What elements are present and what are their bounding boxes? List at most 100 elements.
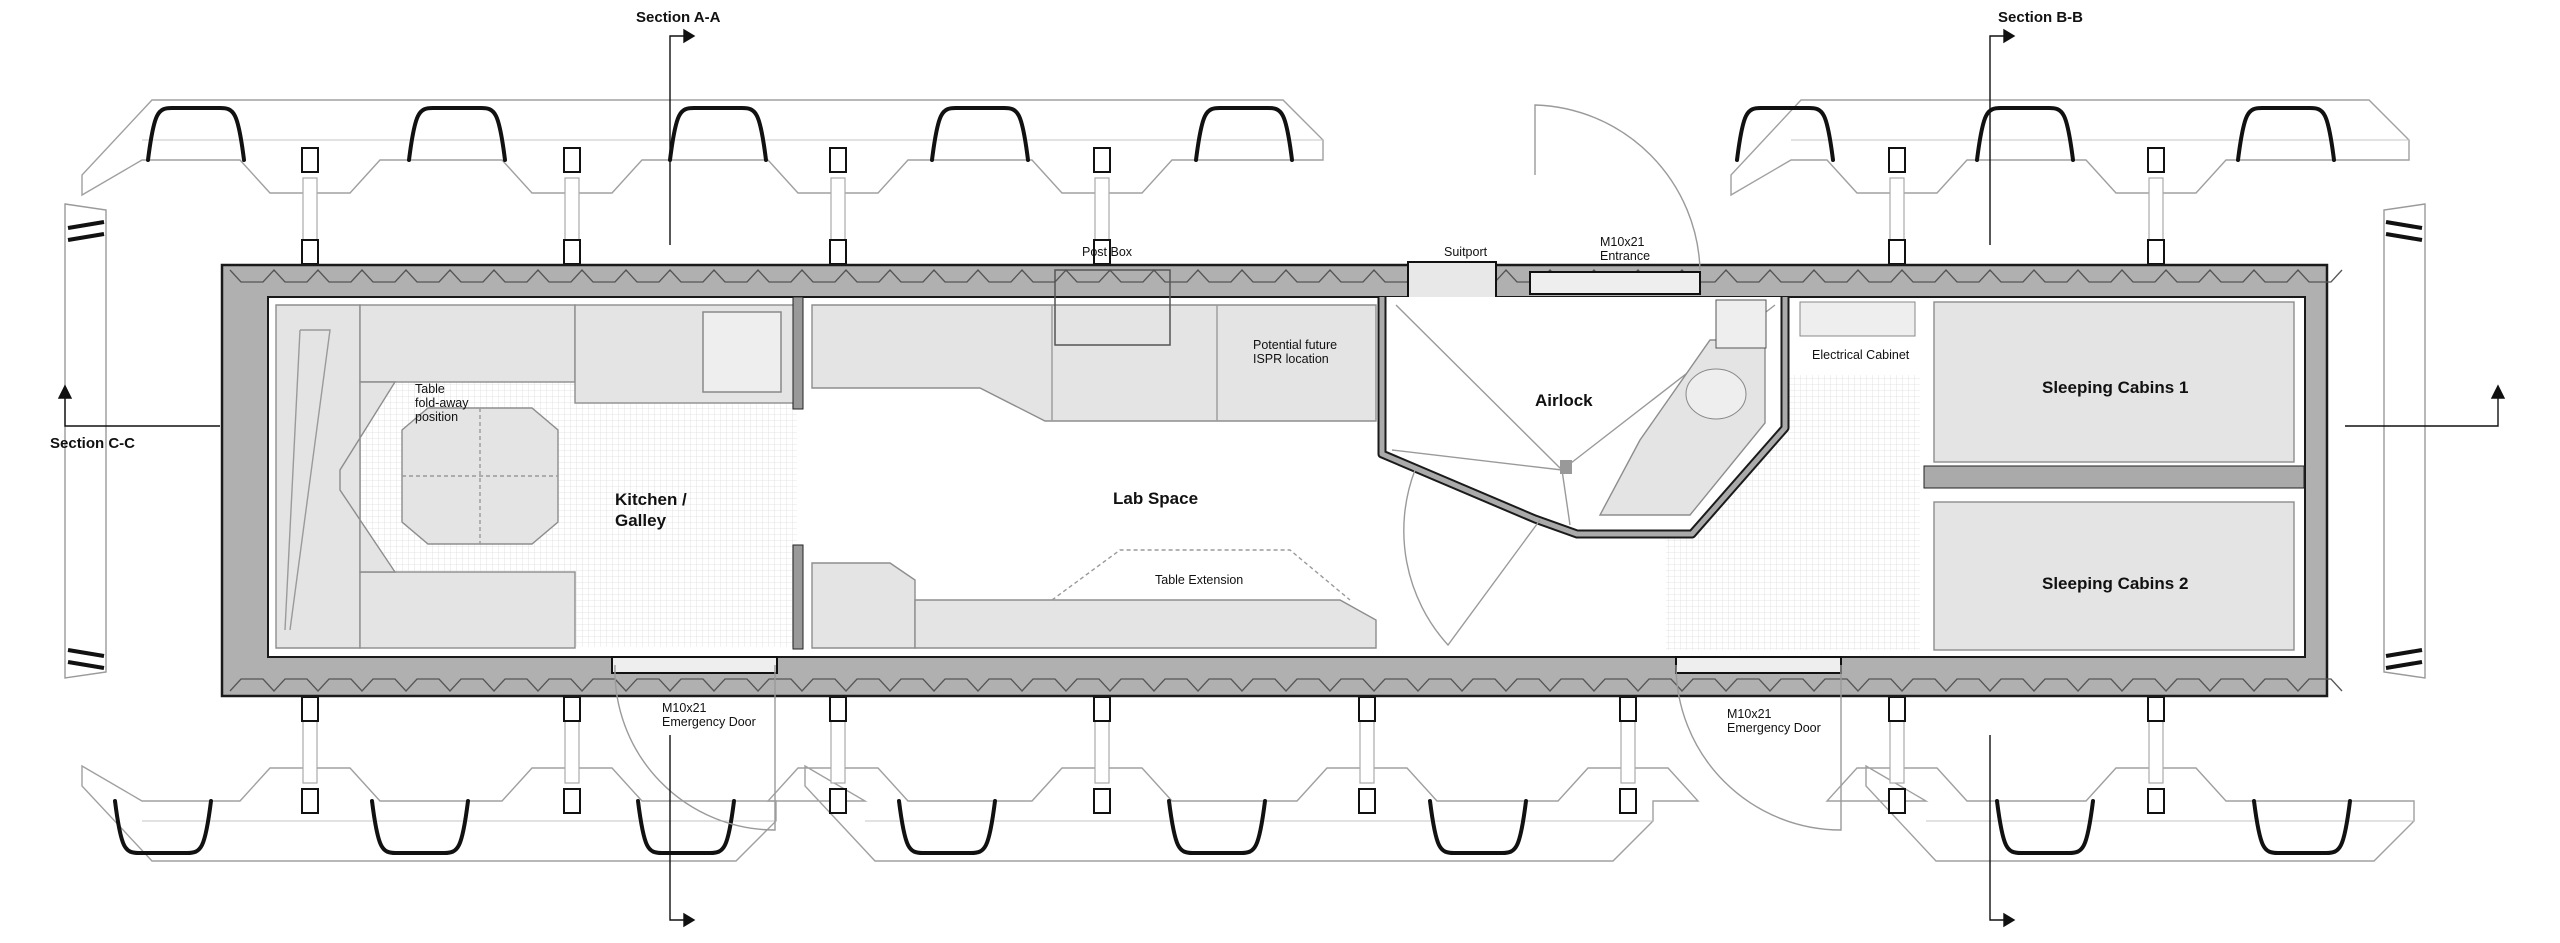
- pontoon-group: [766, 695, 1700, 862]
- note-ispr: ISPR location: [1253, 352, 1329, 366]
- washbasin-icon: [1685, 368, 1747, 420]
- leg-bracket: [1888, 696, 1906, 722]
- section-a-label: Section A-A: [636, 9, 721, 26]
- leg-bracket: [563, 696, 581, 722]
- pontoon-group: [1730, 99, 2410, 266]
- note-suitport: Suitport: [1444, 245, 1488, 259]
- entrance-door[interactable]: [1529, 271, 1701, 295]
- leg-bracket: [1093, 147, 1111, 173]
- float-bump: [407, 106, 507, 162]
- cabin-1-bed: [1933, 301, 2295, 463]
- end-cap-right: [2383, 203, 2426, 679]
- float-bump: [1735, 106, 1835, 162]
- float-bump: [930, 106, 1030, 162]
- float-bump: [2236, 106, 2336, 162]
- pontoon-group: [1825, 695, 2415, 862]
- arrow-icon: [683, 912, 696, 928]
- note-table-fold: Table: [415, 382, 445, 396]
- leg-bracket: [2147, 147, 2165, 173]
- note-emergency-left: M10x21: [662, 701, 707, 715]
- cabin-2-bed: [1933, 501, 2295, 651]
- door-swing-arc: [1675, 664, 1842, 831]
- float-bump: [897, 799, 997, 855]
- float-bump: [146, 106, 246, 162]
- kitchen-counter-bottom: [359, 571, 576, 649]
- pontoon-group: [81, 99, 1324, 266]
- pontoon-outline: [1730, 99, 2410, 197]
- leg-bracket: [1619, 788, 1637, 814]
- note-emergency-right: M10x21: [1727, 707, 1772, 721]
- outrigger-pontoons: [81, 99, 2415, 862]
- leg-bracket: [2147, 696, 2165, 722]
- lab-counter-top: [811, 304, 1377, 422]
- sink-icon: [702, 311, 782, 393]
- kitchen: [275, 304, 795, 649]
- float-bump: [1975, 106, 2075, 162]
- leg-bracket: [301, 696, 319, 722]
- leg-bracket: [829, 788, 847, 814]
- room-label-kitchen: Kitchen /: [615, 490, 687, 509]
- leg-bracket: [563, 239, 581, 265]
- leg-bracket: [1093, 788, 1111, 814]
- suitport[interactable]: [1407, 261, 1497, 301]
- room-label-kitchen: Galley: [615, 511, 667, 530]
- float-bump: [1995, 799, 2095, 855]
- leg-bracket: [2147, 239, 2165, 265]
- table-extension-outline: [1051, 549, 1351, 601]
- note-table-extension: Table Extension: [1155, 573, 1243, 587]
- float-bump: [2252, 799, 2352, 855]
- leg-bracket: [829, 239, 847, 265]
- leg-bracket: [301, 239, 319, 265]
- room-label-cabin-2: Sleeping Cabins 2: [2042, 574, 2188, 593]
- section-c-label: Section C-C: [50, 435, 135, 452]
- pontoon-outline: [1825, 764, 2415, 862]
- airlock-door-arc: [1403, 469, 1541, 647]
- leg-bracket: [1888, 147, 1906, 173]
- door-swing-arc: [614, 664, 776, 831]
- leg-bracket: [829, 147, 847, 173]
- lab-counter-bottom: [914, 599, 1377, 649]
- emergency-door-right[interactable]: [1675, 656, 1842, 674]
- cabin-partition: [1923, 465, 2305, 489]
- leg-bracket: [301, 147, 319, 173]
- note-ispr: Potential future: [1253, 338, 1337, 352]
- pontoon-outline: [81, 99, 1324, 197]
- section-marker-c: [57, 384, 2506, 427]
- leg-bracket: [1358, 788, 1376, 814]
- note-emergency-left: Emergency Door: [662, 715, 756, 729]
- door-swing-arc: [1534, 104, 1701, 271]
- float-bump: [1194, 106, 1294, 162]
- section-marker-a: [669, 28, 696, 928]
- leg-bracket: [829, 696, 847, 722]
- pontoon-group: [81, 695, 777, 862]
- pontoon-outline: [81, 764, 777, 862]
- float-bump: [113, 799, 213, 855]
- leg-bracket: [563, 788, 581, 814]
- room-label-cabin-1: Sleeping Cabins 1: [2042, 378, 2188, 397]
- kitchen-counter-top: [359, 304, 576, 383]
- leg-bracket: [1888, 788, 1906, 814]
- leg-bracket: [1619, 696, 1637, 722]
- emergency-door-left[interactable]: [611, 656, 778, 674]
- leg-bracket: [2147, 788, 2165, 814]
- note-table-fold: fold-away: [415, 396, 469, 410]
- pontoon-outline: [766, 764, 1700, 862]
- post-box: [1054, 269, 1171, 346]
- note-post-box: Post Box: [1082, 245, 1133, 259]
- float-bump: [1428, 799, 1528, 855]
- note-entrance: Entrance: [1600, 249, 1650, 263]
- float-bump: [636, 799, 736, 855]
- utility-unit: [1715, 299, 1767, 349]
- note-electrical: Electrical Cabinet: [1812, 348, 1910, 362]
- arrow-icon: [57, 384, 73, 399]
- float-bump: [668, 106, 768, 162]
- float-bump: [1167, 799, 1267, 855]
- room-label-airlock: Airlock: [1535, 391, 1593, 410]
- arrow-icon: [2003, 28, 2016, 44]
- leg-bracket: [1093, 696, 1111, 722]
- note-entrance: M10x21: [1600, 235, 1645, 249]
- leg-bracket: [1888, 239, 1906, 265]
- float-bump: [370, 799, 470, 855]
- arrow-icon: [2003, 912, 2016, 928]
